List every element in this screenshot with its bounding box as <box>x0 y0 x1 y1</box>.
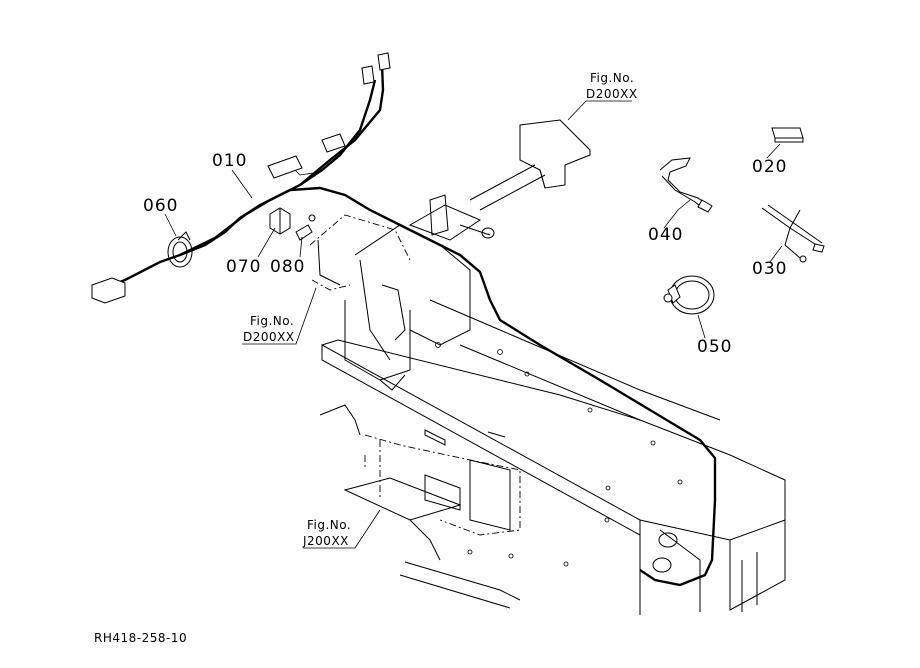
leader-lines <box>164 100 783 549</box>
part-label-060: 060 <box>143 196 178 216</box>
tie-030 <box>761 204 825 263</box>
fig-ref-2-line2: D200XX <box>243 330 295 344</box>
part-label-080: 080 <box>270 257 305 277</box>
drawing-number: RH418-258-10 <box>94 631 187 645</box>
fig-ref-2-line1: Fig.No. <box>250 314 294 328</box>
band-050 <box>663 275 715 315</box>
fig-ref-1-line1: Fig.No. <box>590 71 634 85</box>
part-label-030: 030 <box>752 259 787 279</box>
part-label-040: 040 <box>648 225 683 245</box>
cable-tie-040 <box>659 157 713 213</box>
part-label-010: 010 <box>212 151 247 171</box>
clip-080 <box>295 214 316 241</box>
clip-070 <box>269 207 291 235</box>
part-label-050: 050 <box>697 337 732 357</box>
fig-ref-3-line2: J200XX <box>302 534 349 548</box>
grommet-020 <box>771 127 804 143</box>
fig-ref-1-line2: D200XX <box>586 87 638 101</box>
part-label-020: 020 <box>752 157 787 177</box>
clamp-060 <box>167 231 193 268</box>
part-label-070: 070 <box>226 257 261 277</box>
wire-harness-010 <box>91 52 717 587</box>
fig-ref-3-line1: Fig.No. <box>307 518 351 532</box>
